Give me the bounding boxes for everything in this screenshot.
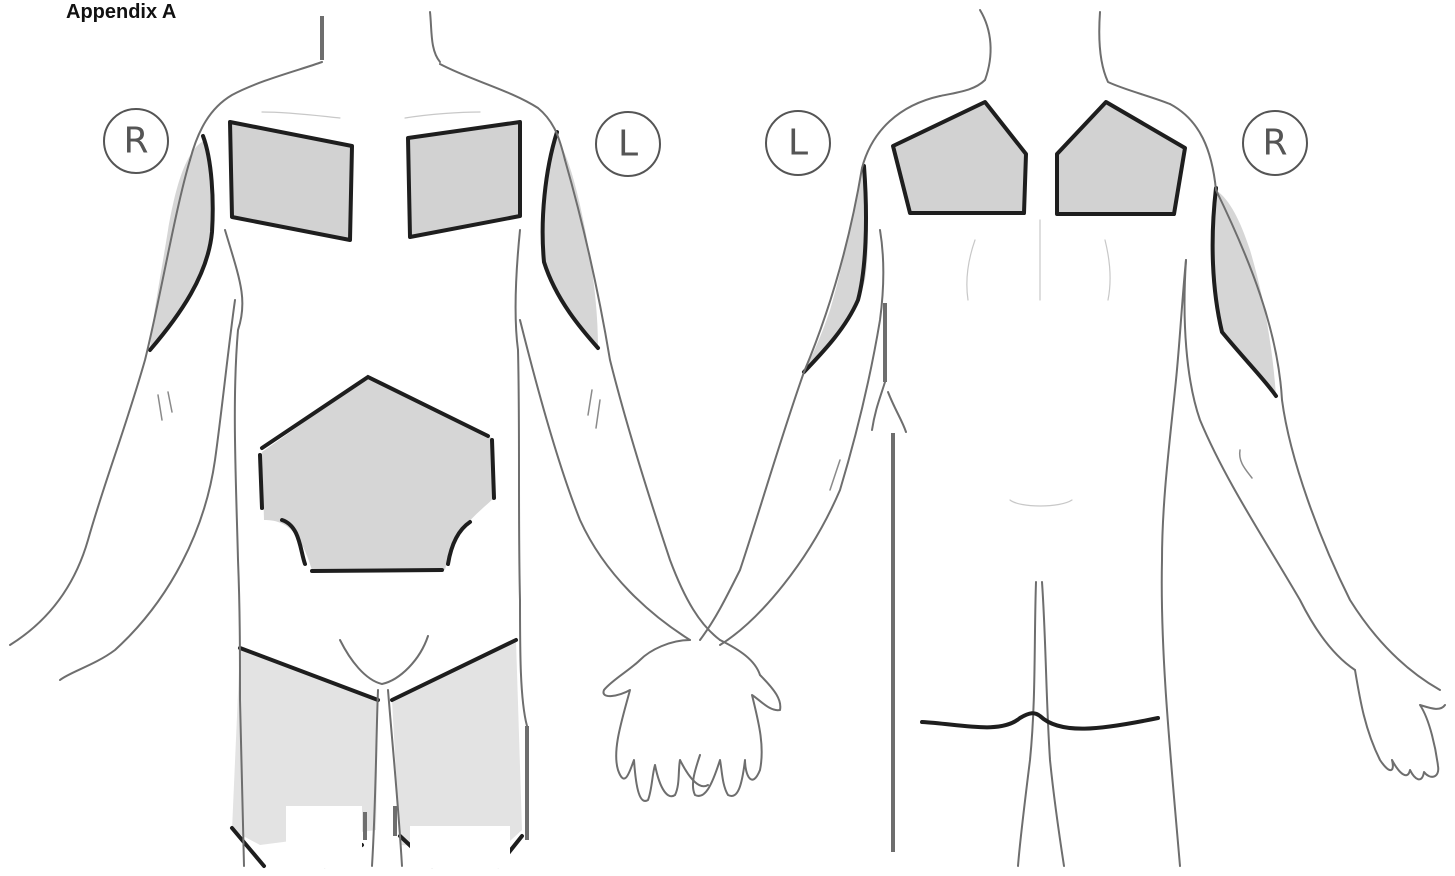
front-right-thigh-cutout xyxy=(286,806,362,868)
back-neck-left xyxy=(940,10,991,96)
abdomen-border-bottom xyxy=(312,570,442,571)
marker-front-left: L xyxy=(596,112,660,176)
front-left-hand xyxy=(693,640,780,796)
front-right-chest-zone xyxy=(230,122,352,240)
back-neck-right xyxy=(1099,12,1170,104)
front-left-arm-inner xyxy=(520,320,690,640)
back-torso-right-side xyxy=(1162,260,1186,866)
marker-back-left-letter: L xyxy=(788,123,808,164)
front-left-elbow-mark-2 xyxy=(596,400,600,428)
front-torso-left-side xyxy=(516,230,527,726)
front-collarbone-left xyxy=(405,112,480,118)
front-right-upper-arm-zone xyxy=(150,140,213,350)
front-crotch xyxy=(340,636,428,684)
back-left-upper-arm-zone xyxy=(804,168,868,372)
marker-back-left: L xyxy=(766,111,830,175)
back-scapula-detail-left xyxy=(967,240,975,300)
back-right-elbow-mark xyxy=(1240,450,1252,478)
front-left-thigh-cutout xyxy=(410,826,510,868)
back-right-arm-inner xyxy=(1185,260,1355,670)
back-right-upper-arm-zone xyxy=(1213,190,1276,396)
front-left-chest-zone xyxy=(408,122,520,237)
front-right-hand xyxy=(603,640,708,801)
front-collarbone-right xyxy=(262,112,340,118)
marker-back-right: R xyxy=(1243,111,1307,175)
back-scapula-detail-right xyxy=(1105,240,1110,300)
front-left-thigh-zone xyxy=(392,640,522,850)
marker-back-right-letter: R xyxy=(1262,123,1287,164)
back-right-shoulder-zone xyxy=(1057,102,1185,214)
front-left-arm-outer xyxy=(565,160,720,640)
back-buttock-border xyxy=(922,713,1158,728)
front-right-arm-outer xyxy=(10,160,190,645)
front-torso-right-side xyxy=(225,230,244,866)
back-torso-left-flare-2 xyxy=(888,392,906,432)
back-gluteal-cleft xyxy=(1018,582,1036,866)
front-right-elbow-mark-2 xyxy=(168,392,172,412)
abdomen-border-left xyxy=(260,455,262,508)
marker-front-right-letter: R xyxy=(123,121,148,162)
back-lower-detail xyxy=(1010,500,1072,506)
abdomen-border-right xyxy=(492,440,494,498)
front-neck-left xyxy=(430,12,440,62)
marker-front-right: R xyxy=(104,109,168,173)
back-torso-left-flare xyxy=(872,382,885,430)
back-right-hand xyxy=(1355,670,1445,779)
back-right-arm-outer xyxy=(1216,190,1440,690)
back-left-elbow-mark xyxy=(830,460,840,490)
back-left-arm-outer xyxy=(700,168,862,640)
front-left-elbow-mark xyxy=(588,390,592,415)
back-left-shoulder-zone xyxy=(893,102,1026,213)
marker-front-left-letter: L xyxy=(618,124,638,165)
front-right-arm-inner xyxy=(60,300,235,680)
front-right-elbow-mark xyxy=(158,395,162,420)
front-abdomen-zone xyxy=(262,377,494,570)
